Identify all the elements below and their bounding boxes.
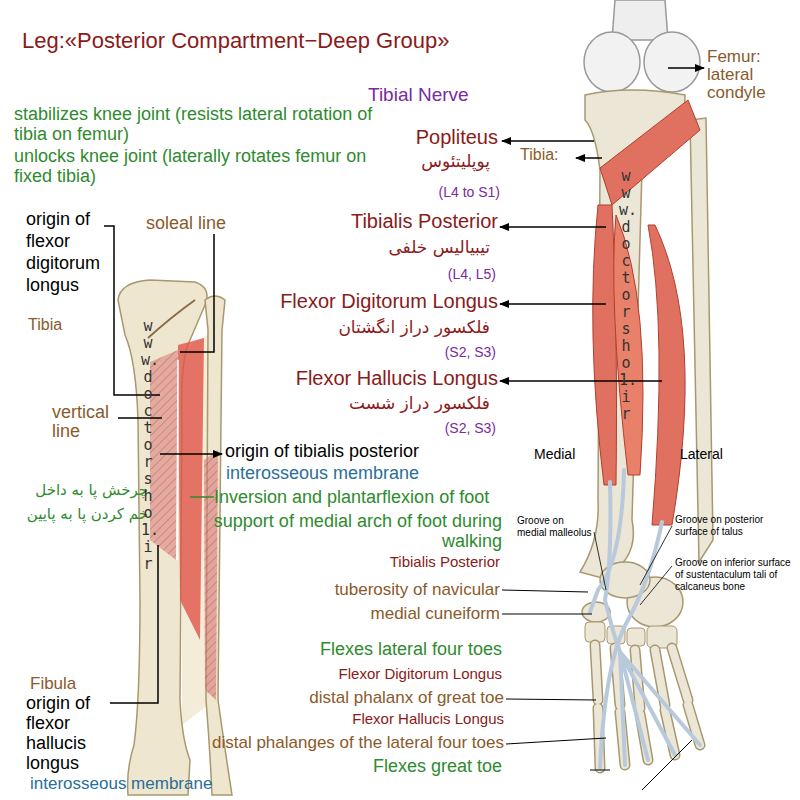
insertion-label: medial cuneiform (290, 604, 500, 624)
action-note: Inversion and plantarflexion of foot (214, 487, 554, 508)
bone-label: soleal line (146, 213, 256, 234)
origin-label: origin of flexor hallucis longus (26, 693, 126, 773)
spinal-segment: (S2, S3) (380, 344, 496, 360)
action-note: support of medial arch of foot during wa… (212, 511, 502, 551)
muscle-name: Popliteus (300, 126, 498, 149)
insertion-label: tuberosity of navicular (290, 580, 500, 600)
insertion-label: distal phalanges of the lateral four toe… (150, 733, 504, 753)
diagram-title: Leg:«Posterior Compartment−Deep Group» (22, 28, 622, 54)
action-note: stabilizes knee joint (resists lateral r… (14, 104, 404, 144)
membrane-label: interosseous membrane (30, 774, 290, 794)
watermark: www.doctorsho1.ir (141, 318, 155, 573)
persian-action: خم کردن پا به پایین (8, 506, 148, 523)
origin-label: origin of flexor digitorum longus (26, 208, 126, 296)
spinal-segment: (S2, S3) (380, 420, 496, 436)
bone-label: vertical line (52, 403, 132, 441)
muscle-name: Tibialis Posterior (340, 553, 500, 570)
persian-name: فلکسور دراز انگشتان (274, 318, 490, 338)
spinal-segment: (L4, L5) (380, 266, 496, 282)
groove-label: Groove on inferior surface of sustentacu… (675, 557, 797, 593)
persian-name: فلکسور دراز شست (274, 394, 490, 414)
nerve-label: Tibial Nerve (368, 84, 588, 106)
origin-label: origin of tibialis posterior (225, 441, 505, 462)
persian-name: تیبیالیس خلفی (294, 238, 490, 258)
leader-lines (104, 226, 222, 703)
muscle-name: Tibialis Posterior (240, 210, 498, 233)
bone-label: Tibia: (520, 146, 580, 164)
action-note: Flexes great toe (300, 756, 502, 777)
bone-label: Femur: lateral condyle (707, 48, 800, 102)
watermark: www.doctorsho1.ir (619, 168, 633, 423)
membrane-label: interosseous membrane (226, 463, 486, 484)
muscle-name: Flexor Hallucis Longus (200, 367, 498, 390)
side-label: Medial (534, 446, 594, 462)
muscle-name: Flexor Hallucis Longus (300, 710, 504, 727)
tibia-fibula-figure (118, 280, 232, 795)
persian-action: چرخش پا به داخل (8, 482, 148, 499)
action-note: Flexes lateral four toes (240, 639, 502, 660)
groove-label: Groove on medial malleolus (517, 515, 592, 539)
muscle-name: Flexor Digitorum Longus (200, 290, 498, 313)
spinal-segment: (L4 to S1) (380, 184, 500, 200)
bone-label: Tibia (28, 316, 88, 334)
muscle-name: Flexor Digitorum Longus (300, 665, 502, 682)
persian-name: پوپلیتئوس (294, 152, 490, 172)
side-label: Lateral (680, 446, 740, 462)
groove-label: Groove on posterior surface of talus (675, 514, 797, 538)
posterior-leg-figure (580, 0, 713, 790)
bone-label: Fibula (30, 674, 90, 694)
insertion-label: distal phalanx of great toe (240, 688, 504, 708)
arrow-pointers (500, 68, 704, 744)
action-note: unlocks knee joint (laterally rotates fe… (14, 146, 404, 186)
